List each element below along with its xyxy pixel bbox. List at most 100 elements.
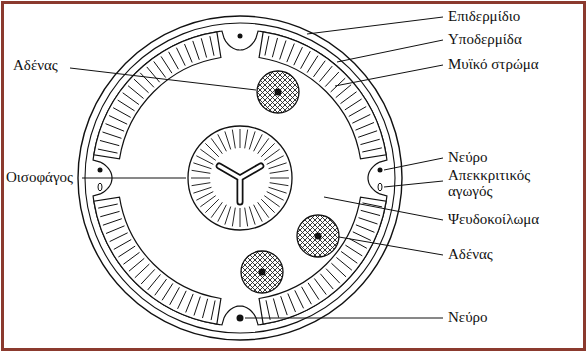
muscle-striation (355, 123, 373, 131)
muscle-striation (154, 61, 166, 77)
muscle-striation (114, 240, 131, 250)
structure-label: Νεύρο (447, 310, 489, 326)
muscle-striation (185, 44, 193, 62)
esophagus-striation (192, 183, 211, 186)
nerve-dot (98, 168, 103, 173)
leader-line (70, 68, 256, 90)
muscle-striation (320, 66, 333, 81)
esophagus-striation (196, 192, 213, 201)
muscle-striation (98, 149, 118, 153)
leader-line (384, 158, 443, 170)
esophagus-striation (193, 187, 211, 193)
esophagus-striation (254, 205, 263, 222)
leader-line (82, 178, 186, 179)
muscle-striation (193, 41, 200, 60)
muscle-striation (361, 210, 380, 215)
esophagus-striation (232, 208, 235, 227)
esophagus-striations (191, 129, 289, 227)
muscle-striation (110, 233, 128, 242)
muscle-striation (202, 299, 207, 318)
muscle-striation (135, 264, 150, 278)
leader-line (337, 40, 443, 62)
structure-label: Υποδερμίδα (447, 32, 523, 48)
esophagus-striation (192, 170, 211, 173)
muscle-striation (169, 52, 179, 69)
structure-label: Απεκκριτικός αγωγός (447, 168, 561, 200)
muscle-striation (353, 232, 371, 241)
excretory-canal (378, 183, 382, 191)
epidermis-outer (78, 16, 402, 340)
muscle-segment (94, 197, 221, 324)
muscle-striation (178, 291, 187, 309)
muscle-striation (314, 278, 326, 294)
muscle-striation (331, 263, 346, 277)
leader-line (245, 318, 443, 319)
muscle-striation (320, 274, 333, 289)
gland (241, 251, 283, 293)
muscle-striation (106, 124, 125, 131)
muscle-striation (358, 131, 377, 138)
muscle-striation (341, 251, 357, 263)
muscle-striation (210, 36, 214, 56)
muscle-striation (103, 219, 122, 226)
muscle-striation (280, 40, 286, 59)
muscle-striation (109, 116, 127, 125)
nerve-dot (238, 34, 243, 39)
muscle-striation (211, 300, 215, 320)
esophagus-lumen-inner (219, 166, 261, 202)
muscle-striation (288, 293, 296, 311)
muscle-striation (326, 269, 340, 284)
muscle-striation (362, 148, 382, 152)
esophagus-striation (193, 163, 211, 169)
leader-lines (70, 17, 443, 318)
leader-line (335, 65, 443, 86)
muscle-striation (162, 283, 173, 300)
muscle-striation (281, 296, 288, 315)
muscle-striation (313, 61, 325, 77)
muscle-striation (360, 139, 379, 144)
muscle-striation (140, 73, 154, 88)
muscle-striation (273, 298, 278, 317)
structure-label: Μυϊκό στρώμα (447, 57, 540, 73)
gland (257, 71, 299, 113)
muscle-striation (155, 279, 167, 295)
leader-line (384, 181, 443, 187)
muscle-striation (161, 56, 172, 73)
muscle-striation (294, 47, 303, 65)
gland-nucleus (315, 233, 322, 240)
muscle-striation (148, 274, 161, 289)
muscle-striation (100, 211, 119, 216)
muscle-striation (287, 44, 294, 63)
muscle-striation (336, 85, 351, 98)
muscle-striation (308, 283, 319, 300)
muscle-striation (113, 108, 130, 118)
muscle-striation (134, 79, 149, 93)
muscle-striation (118, 246, 135, 257)
muscle-striation (359, 218, 378, 224)
esophagus-striation (240, 208, 241, 227)
esophagus-lumen (219, 166, 261, 202)
esophagus-striation (232, 130, 235, 149)
excretory-canal (98, 183, 102, 191)
structure-label: Επιδερμίδιο (447, 9, 521, 25)
esophagus-striation (191, 178, 210, 179)
esophagus-striation (267, 156, 284, 165)
esophagus-striation (249, 131, 255, 149)
esophagus-striation (225, 131, 231, 149)
esophagus-striation (225, 207, 231, 225)
muscle-striation (194, 297, 200, 316)
structure-label: Νεύρο (447, 150, 489, 166)
nerve-dot (237, 315, 244, 322)
esophagus-striation (218, 134, 227, 151)
muscle-striation (307, 56, 318, 73)
muscle-segment (259, 32, 386, 159)
gland (297, 215, 339, 257)
muscle-striation (106, 226, 124, 234)
muscle-striation (340, 92, 356, 104)
muscle-striation (345, 245, 362, 256)
muscle-striation (302, 287, 312, 304)
esophagus-striation (245, 208, 248, 227)
muscle-striation (141, 269, 155, 284)
esophagus-striation (269, 163, 287, 169)
